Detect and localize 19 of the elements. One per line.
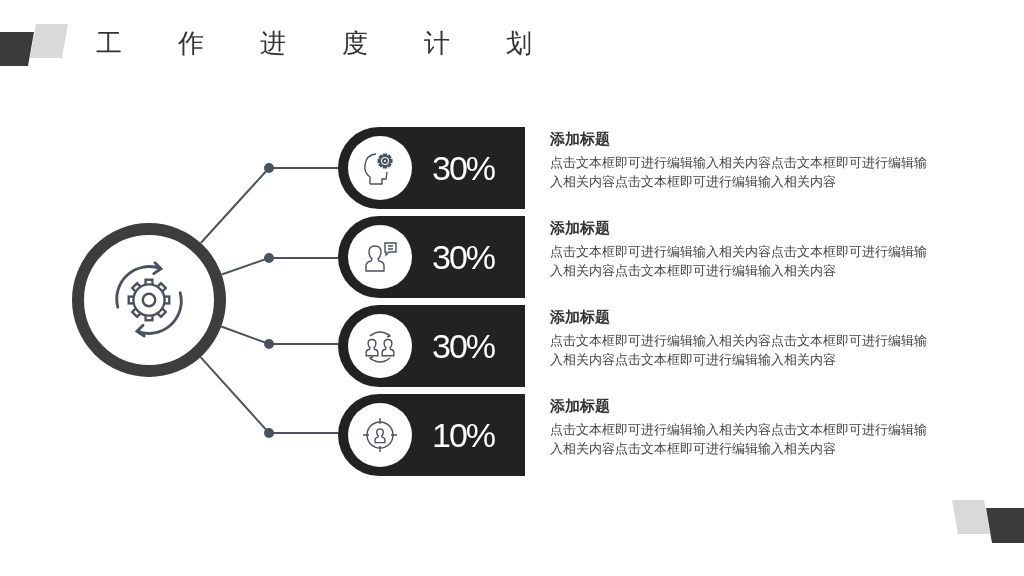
percent-bar [338,127,525,209]
item-heading: 添加标题 [550,218,611,238]
percent-bar [338,305,525,387]
percent-bar [338,216,525,298]
connector-line [199,167,339,244]
connector-line [199,356,339,434]
percent-bar [338,394,525,476]
percent-value: 30% [432,151,495,185]
item-heading: 添加标题 [550,396,611,416]
percent-value: 10% [432,418,495,452]
percent-value: 30% [432,240,495,274]
item-heading: 添加标题 [550,129,611,149]
item-description: 点击文本框即可进行编辑输入相关内容点击文本框即可进行编辑输入相关内容点击文本框即可进行编辑输入相关内容 [550,155,928,191]
percent-value: 30% [432,329,495,363]
item-description: 点击文本框即可进行编辑输入相关内容点击文本框即可进行编辑输入相关内容点击文本框即可进行编辑输入相关内容 [550,333,928,369]
item-description: 点击文本框即可进行编辑输入相关内容点击文本框即可进行编辑输入相关内容点击文本框即可进行编辑输入相关内容 [550,422,928,458]
item-description: 点击文本框即可进行编辑输入相关内容点击文本框即可进行编辑输入相关内容点击文本框即可进行编辑输入相关内容 [550,244,928,280]
item-heading: 添加标题 [550,307,611,327]
title: 工作进度计划 [96,27,588,60]
